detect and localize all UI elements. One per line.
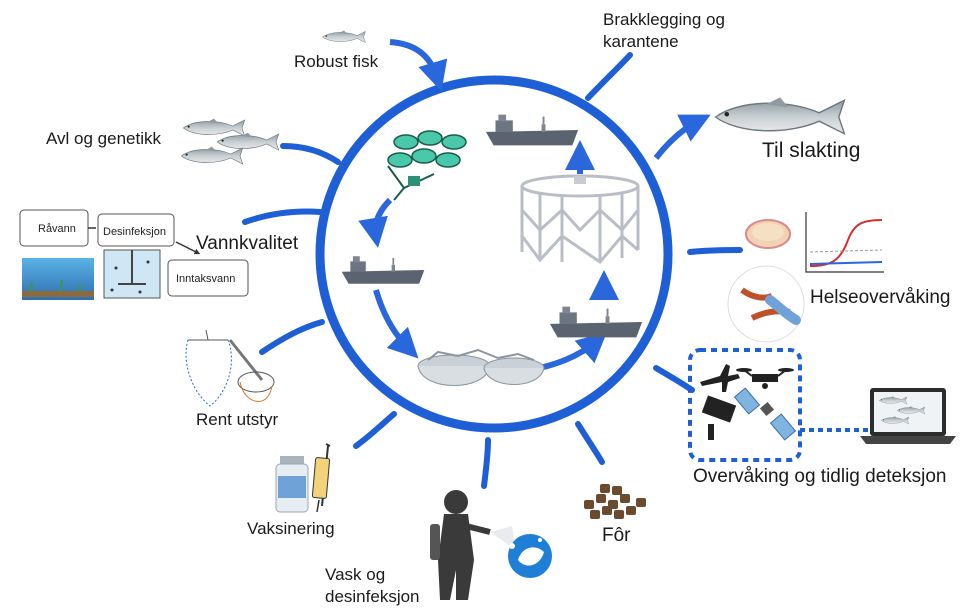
spoke-vaccination [353, 411, 397, 449]
salmon-icon [322, 30, 366, 43]
disinfection-tank-icon [103, 249, 161, 299]
round-tanks-icon [417, 348, 545, 386]
intake-water-box [167, 259, 249, 297]
arrow-robust-fish [389, 39, 448, 92]
label-fallowing: Brakklegging og karantene [603, 10, 730, 51]
label-surveillance: Overvåking og tidlig deteksjon [693, 466, 946, 487]
growth-curve-icon [805, 212, 884, 273]
spoke-health [687, 247, 743, 255]
label-water-quality: Vannkvalitet [196, 233, 299, 254]
breeding-fish-group [180, 118, 280, 165]
surveillance-dashed-box [688, 348, 802, 462]
salmon-icon [180, 146, 244, 165]
inner-arrow-hatchery-to-boat [358, 197, 393, 248]
spoke-surveillance [653, 365, 695, 393]
salmon-icon [182, 118, 246, 137]
disinfection-box-label: Desinfeksjon [103, 226, 166, 238]
arrow-to-slaughter [653, 114, 711, 160]
satellite-icon [733, 387, 797, 441]
intake-water-label: Inntaksvann [176, 273, 235, 285]
spoke-breeding [280, 143, 341, 165]
protective-suit-sprayer-icon [430, 490, 516, 600]
drone-icon [736, 368, 794, 389]
inner-cycle-arrows [358, 140, 619, 375]
laptop-icon [860, 388, 956, 444]
spoke-feed [575, 421, 605, 465]
salmon-icon [714, 96, 846, 135]
camera-icon [701, 395, 737, 440]
label-health-monitoring: Helseovervåking [810, 287, 950, 308]
feed-pellets-icon [584, 484, 646, 519]
label-washing: Vask og desinfeksjon [325, 565, 420, 606]
sea-cage-frame-icon [520, 174, 640, 265]
spoke-clean-equipment [259, 319, 325, 355]
landing-net-icon [185, 329, 275, 407]
spoke-fallowing [585, 52, 633, 101]
vaccine-vial-icon [275, 456, 309, 513]
label-slaughter: Til slakting [762, 139, 860, 162]
raw-water-label: Råvann [38, 223, 76, 235]
label-robust-fish: Robust fisk [294, 52, 379, 71]
label-breeding: Avl og genetikk [46, 129, 161, 148]
label-feed: Fôr [602, 525, 631, 546]
spoke-water-quality [242, 208, 323, 225]
hatchery-tanks-icon [387, 130, 467, 201]
spoke-washing [481, 437, 491, 489]
petri-dish-icon [745, 219, 791, 249]
syringe-icon [311, 443, 331, 513]
handwash-icon [508, 534, 552, 578]
inner-arrow-boat-to-tanks [373, 289, 419, 359]
gloved-hands-sample-icon [727, 265, 805, 343]
label-clean-equipment: Rent utstyr [196, 410, 279, 429]
salmon-icon [216, 132, 280, 151]
airplane-icon [700, 364, 740, 392]
water-quality-flow: Råvann Desinfeksjon Inntaksvann [19, 209, 249, 300]
label-vaccination: Vaksinering [247, 519, 335, 538]
disinfection-box [97, 213, 175, 247]
cycle-spokes [242, 52, 743, 489]
